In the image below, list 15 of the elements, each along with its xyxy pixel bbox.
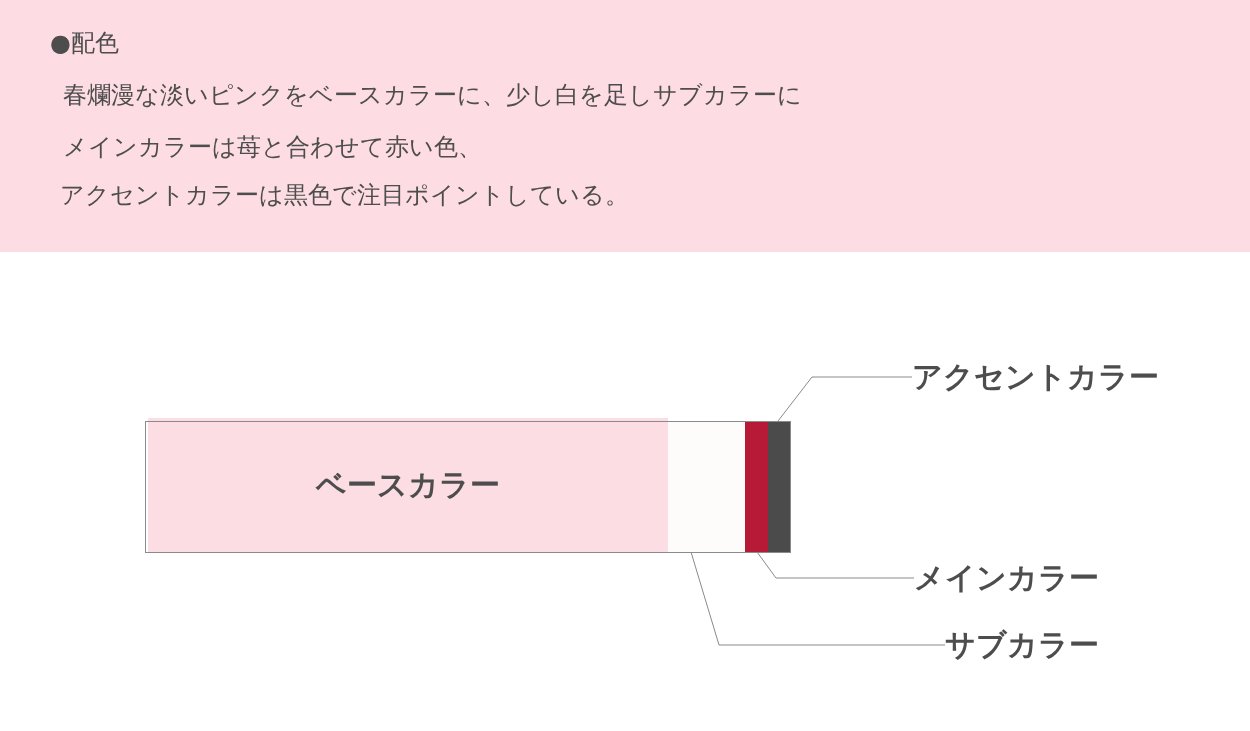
leader-line	[756, 551, 915, 579]
palette-segment	[668, 421, 745, 552]
callout-label: アクセントカラー	[912, 358, 1159, 396]
leader-line	[777, 376, 913, 422]
palette-segment	[768, 421, 791, 552]
callout-label: メインカラー	[914, 559, 1099, 597]
description-line: メインカラーは苺と合わせて赤い色、	[63, 132, 482, 162]
description-line: アクセントカラーは黒色で注目ポイントしている。	[60, 180, 629, 210]
section-heading: ●配色	[50, 28, 119, 58]
palette-segment	[148, 418, 668, 552]
palette-segment	[745, 421, 768, 552]
leader-line	[690, 551, 946, 646]
segment-label: ベースカラー	[316, 467, 500, 503]
description-line: 春爛漫な淡いピンクをベースカラーに、少し白を足しサブカラーに	[63, 80, 802, 110]
callout-label: サブカラー	[945, 626, 1099, 664]
